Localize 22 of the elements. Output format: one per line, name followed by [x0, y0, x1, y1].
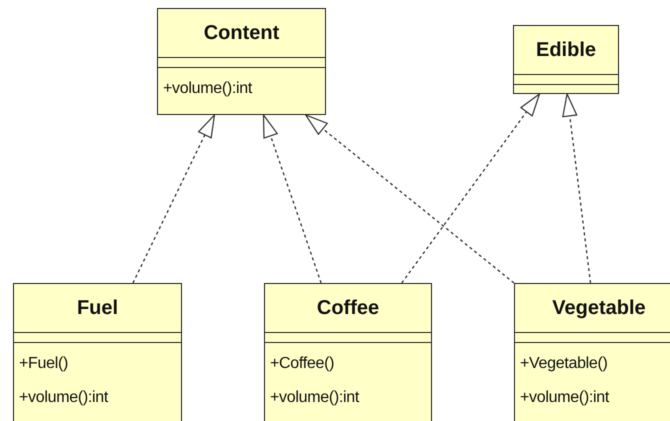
method-text: +Vegetable(): [520, 354, 609, 374]
class-box: [513, 25, 619, 94]
class-name: Edible: [514, 26, 618, 75]
realization-arrow: [132, 114, 216, 284]
class-name: Content: [158, 9, 325, 58]
realization-arrow: [305, 114, 514, 284]
class-box: [264, 283, 432, 421]
method-text: +Coffee(): [270, 354, 336, 374]
realization-arrow: [262, 114, 322, 284]
method-text: +volume():int: [520, 388, 610, 408]
class-name: Coffee: [265, 284, 431, 333]
class-box: [157, 8, 326, 115]
method-text: +volume():int: [163, 79, 254, 99]
class-name: Fuel: [14, 284, 181, 333]
method-text: +Fuel(): [19, 354, 70, 374]
class-box: [514, 283, 670, 421]
realization-arrow: [401, 93, 540, 284]
realization-arrow: [562, 93, 592, 284]
method-text: +volume():int: [19, 388, 110, 408]
method-text: +volume():int: [270, 388, 360, 408]
class-box: [13, 283, 182, 421]
class-name: Vegetable: [515, 284, 670, 333]
